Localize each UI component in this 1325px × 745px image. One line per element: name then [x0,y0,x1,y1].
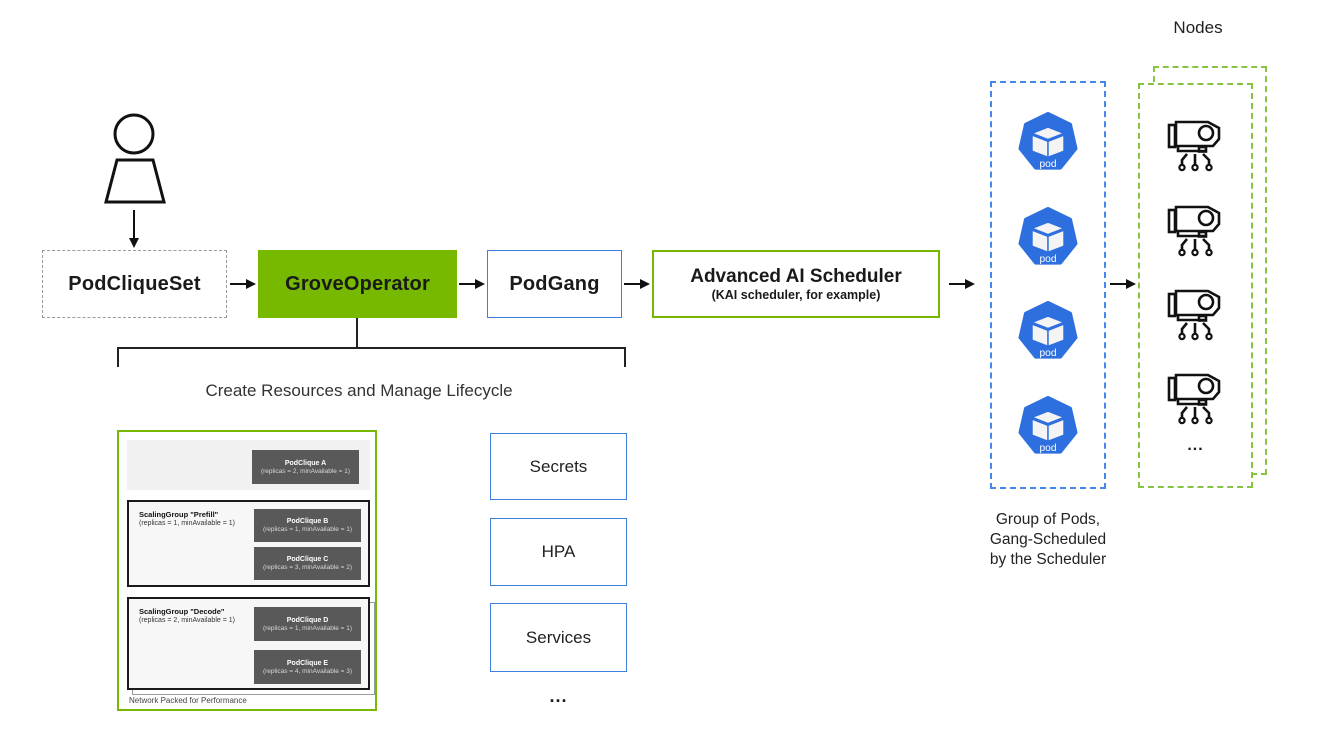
podclique-b-subtitle: (replicas = 1, minAvailable = 1) [262,526,353,533]
bracket-bar [117,347,626,349]
hpa-label: HPA [541,542,576,561]
podclique-d-box: PodClique D (replicas = 1, minAvailable … [254,607,361,641]
gpu-node-icon [1167,373,1221,425]
person-icon [104,113,166,204]
podclique-a-box: PodClique A (replicas = 2, minAvailable … [252,450,359,484]
right-arrow-icon [624,279,650,289]
nodes-box-front: ... [1138,83,1253,488]
groveoperator-label: GroveOperator [285,272,430,295]
podclique-b-title: PodClique B [286,518,329,525]
podcliqueset-detail-box: PodClique A (replicas = 2, minAvailable … [117,430,377,711]
svg-text:pod: pod [1039,159,1056,170]
pod-caption-line: by the Scheduler [989,551,1107,568]
scalinggroup-prefill-box: ScalingGroup "Prefill" (replicas = 1, mi… [127,500,370,587]
pod-caption-line: Group of Pods, [995,511,1101,528]
svg-text:pod: pod [1039,348,1056,359]
scalinggroup-decode-box: ScalingGroup "Decode" (replicas = 2, min… [127,597,370,690]
podclique-d-title: PodClique D [286,616,329,624]
secrets-box: Secrets [490,433,627,500]
pod-group-box: pod pod pod pod [990,81,1106,489]
scalinggroup-prefill-subtitle: (replicas = 1, minAvailable = 1) [139,520,235,527]
right-arrow-icon [459,279,485,289]
scalinggroup-decode-title: ScalingGroup "Decode" [139,607,225,616]
resources-ellipsis: ... [549,686,568,706]
podclique-a-subtitle: (replicas = 2, minAvailable = 1) [260,467,351,475]
gpu-node-icon [1167,120,1221,172]
pod-group-caption: Group of Pods, Gang-Scheduled by the Sch… [963,510,1133,570]
pod-icon: pod [1018,112,1078,170]
podclique-e-box: PodClique E (replicas = 4, minAvailable … [254,650,361,684]
podclique-d-subtitle: (replicas = 1, minAvailable = 1) [262,624,353,632]
gpu-node-icon [1167,205,1221,257]
bracket-tick-left [117,347,119,367]
podgang-label: PodGang [509,272,600,295]
secrets-label: Secrets [529,456,588,476]
scalinggroup-decode-subtitle: (replicas = 2, minAvailable = 1) [139,617,235,624]
podclique-c-title: PodClique C [286,556,329,563]
scheduler-subtitle: (KAI scheduler, for example) [711,288,881,302]
podgang-box: PodGang [487,250,622,318]
podclique-b-box: PodClique B (replicas = 1, minAvailable … [254,509,361,542]
podclique-c-box: PodClique C (replicas = 3, minAvailable … [254,547,361,580]
groveoperator-box: GroveOperator [258,250,457,318]
bracket-stem [356,318,358,347]
nodes-title: Nodes [1173,18,1223,37]
bracket-tick-right [624,347,626,367]
podclique-e-title: PodClique E [286,659,329,667]
pod-icon: pod [1018,207,1078,265]
podcliqueset-label: PodCliqueSet [68,272,201,295]
right-arrow-icon [949,279,975,289]
podclique-c-subtitle: (replicas = 3, minAvailable = 2) [262,564,353,571]
scalinggroup-prefill-label: ScalingGroup "Prefill" (replicas = 1, mi… [139,510,235,528]
bracket-caption: Create Resources and Manage Lifecycle [205,381,513,400]
svg-text:pod: pod [1039,443,1056,454]
advanced-ai-scheduler-box: Advanced AI Scheduler (KAI scheduler, fo… [652,250,940,318]
svg-text:pod: pod [1039,254,1056,265]
podclique-a-title: PodClique A [284,459,327,467]
pod-caption-line: Gang-Scheduled [989,531,1107,548]
right-arrow-icon [1110,279,1136,289]
pod-icon: pod [1018,396,1078,454]
podclique-e-subtitle: (replicas = 4, minAvailable = 3) [262,667,353,675]
pod-icon: pod [1018,301,1078,359]
down-arrow-icon [129,210,139,248]
nodes-ellipsis: ... [1187,437,1204,454]
scheduler-title: Advanced AI Scheduler [690,266,902,287]
services-label: Services [525,627,592,647]
scalinggroup-decode-label: ScalingGroup "Decode" (replicas = 2, min… [139,607,235,625]
hpa-box: HPA [490,518,627,586]
gpu-node-icon [1167,289,1221,341]
right-arrow-icon [230,279,256,289]
scalinggroup-prefill-title: ScalingGroup "Prefill" [139,510,219,519]
services-box: Services [490,603,627,672]
detail-caption: Network Packed for Performance [129,696,247,705]
podcliqueset-box: PodCliqueSet [42,250,227,318]
